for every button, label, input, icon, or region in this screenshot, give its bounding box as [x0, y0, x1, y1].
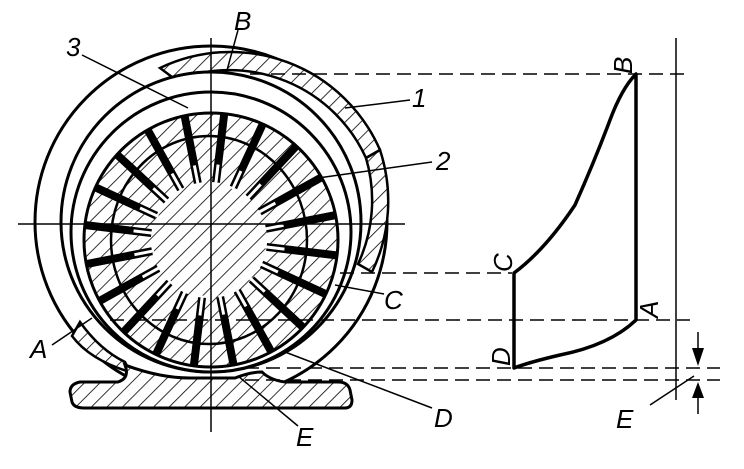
- vane-slot: [234, 288, 248, 308]
- label-E-dimension: E: [616, 404, 634, 434]
- vane-slot: [152, 187, 169, 203]
- profile-label-B: B: [608, 57, 638, 74]
- label-E: E: [296, 422, 314, 452]
- vane-slot: [175, 290, 187, 310]
- labels: B 3 1 2 C A D E B C A D E: [28, 6, 664, 452]
- center-lines: [18, 38, 405, 432]
- vane-slot: [257, 201, 277, 215]
- displacement-profile: [512, 72, 638, 370]
- vane-slot: [259, 262, 279, 274]
- vane-slot: [141, 265, 161, 279]
- vane-slot: [139, 206, 159, 218]
- vane-slot: [231, 170, 243, 190]
- label-B-top: B: [234, 6, 251, 36]
- leader-lines: [51, 29, 433, 427]
- vane-slot: [198, 295, 204, 316]
- profile-label-A: A: [634, 301, 664, 320]
- housing-wall-right: [356, 148, 390, 274]
- vane-slot: [249, 277, 266, 293]
- vane-slot: [156, 280, 172, 297]
- label-D: D: [434, 403, 453, 433]
- vane-slot: [218, 294, 226, 315]
- vane-slot: [170, 172, 184, 192]
- vane-slot: [214, 164, 220, 185]
- label-1: 1: [412, 83, 426, 113]
- vane-slot: [246, 183, 262, 200]
- projection-lines: [110, 73, 720, 381]
- vane-slot: [264, 245, 285, 251]
- label-C: C: [384, 285, 403, 315]
- vane-slot: [192, 165, 200, 186]
- vane-slot: [133, 229, 154, 235]
- label-2: 2: [435, 146, 451, 176]
- label-A: A: [28, 334, 47, 364]
- vanes: [84, 113, 338, 367]
- profile-label-C: C: [488, 253, 518, 272]
- dimension-E: [649, 332, 704, 414]
- label-3: 3: [66, 32, 81, 62]
- profile-label-D: D: [486, 347, 516, 366]
- vane-slot: [134, 249, 155, 257]
- vane-slot: [263, 223, 284, 231]
